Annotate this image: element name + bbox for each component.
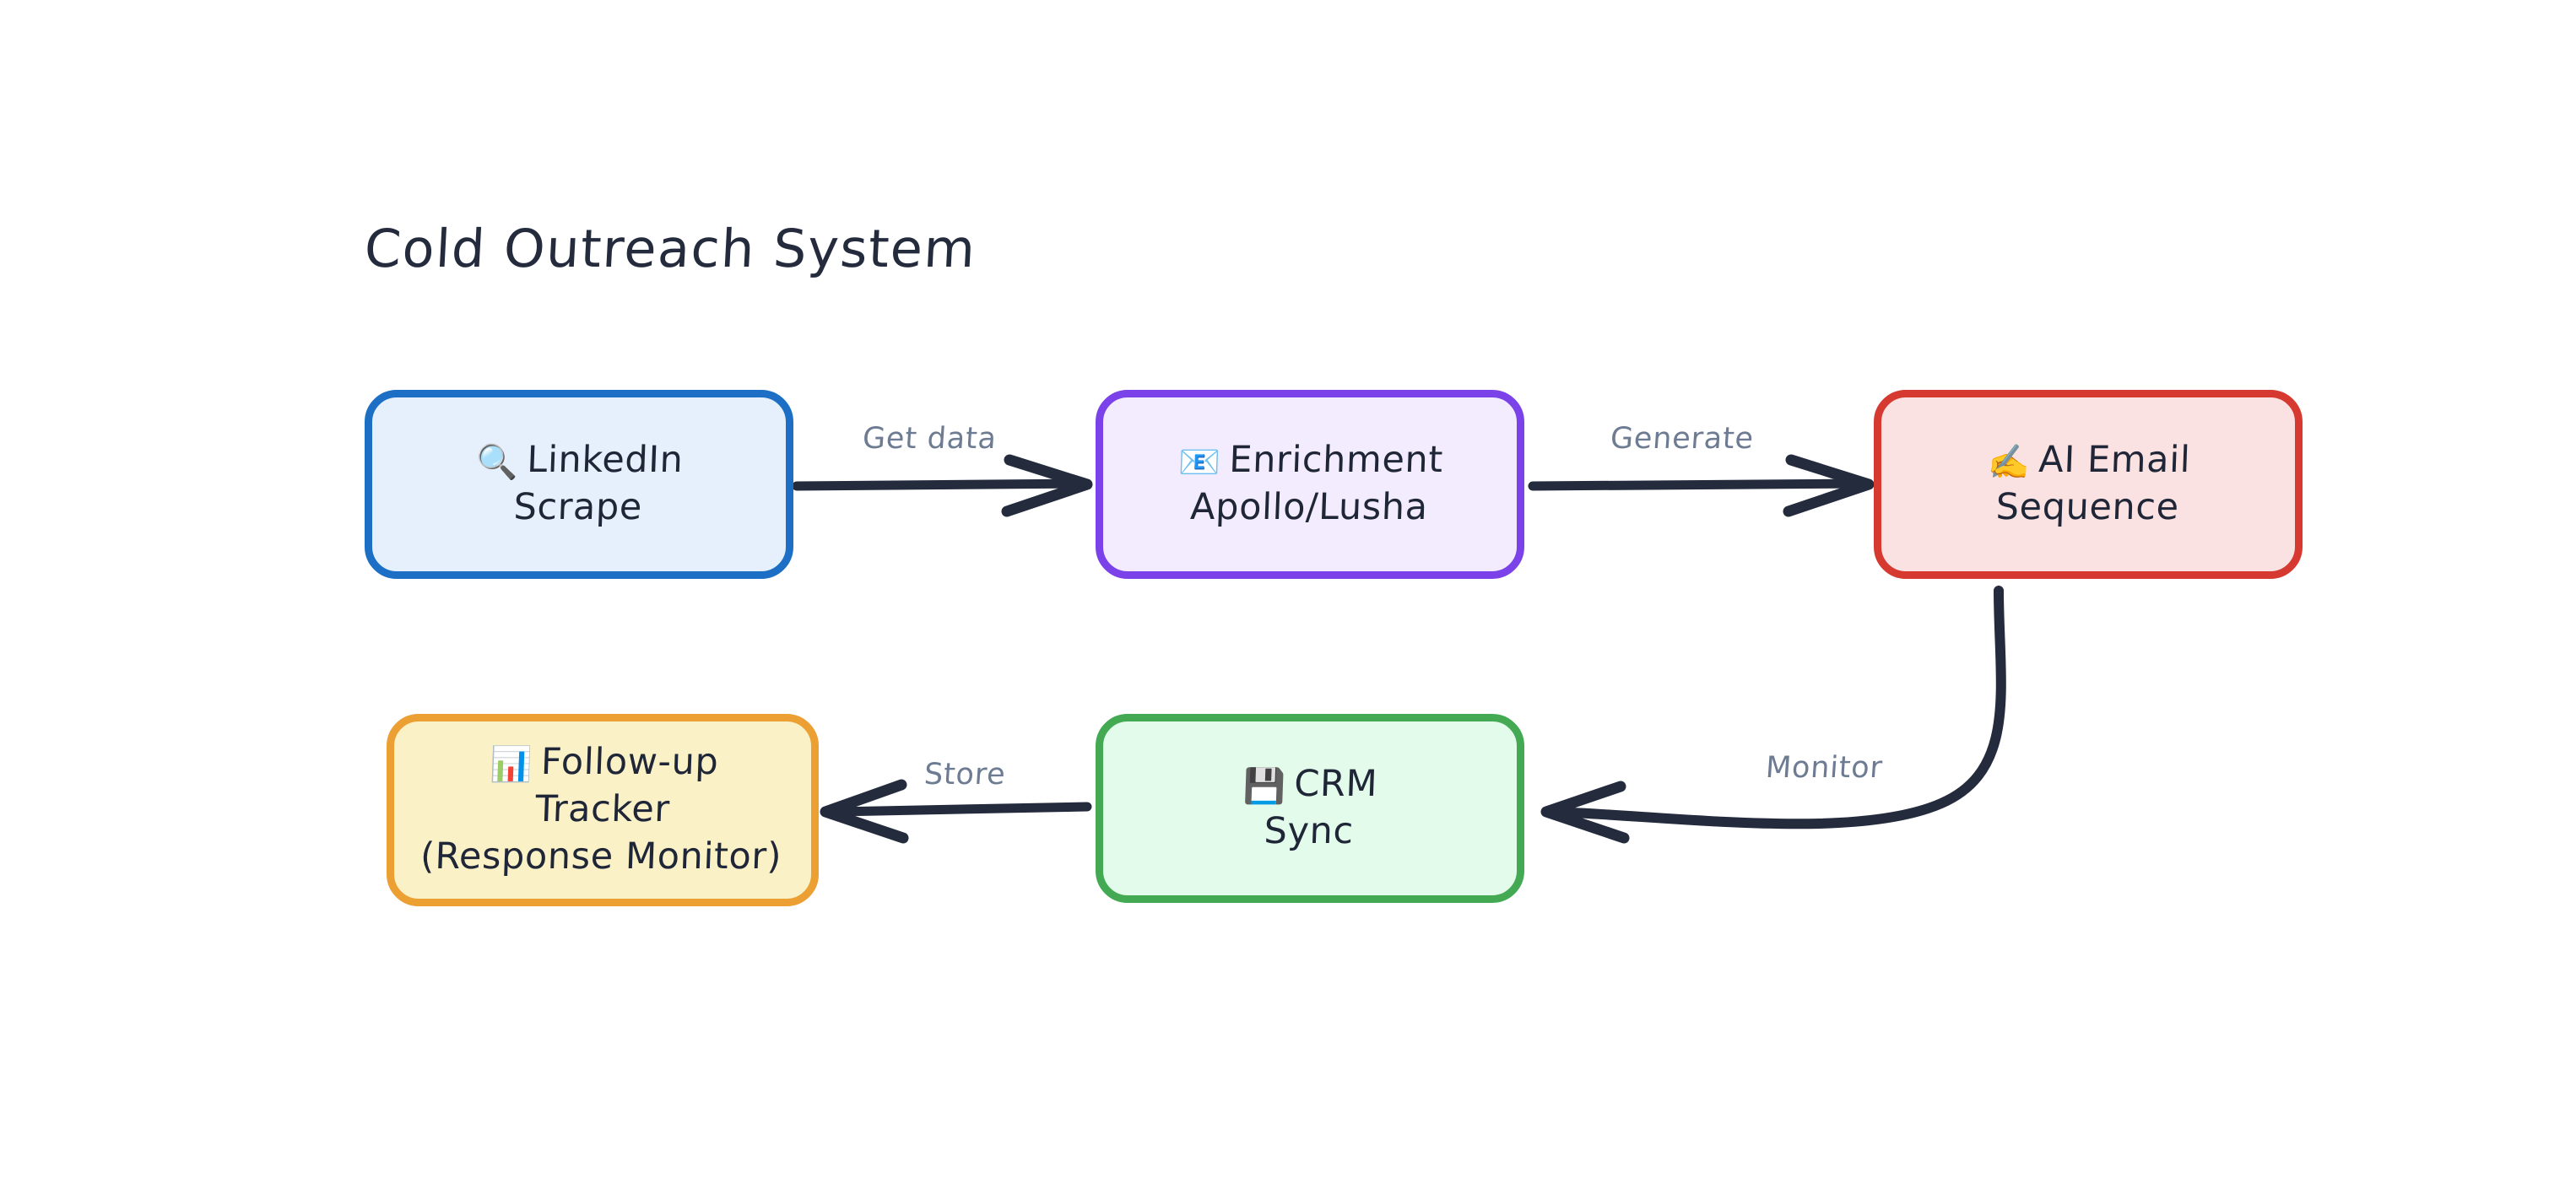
node-crm-sync-label: 💾CRM Sync: [1232, 761, 1387, 856]
node-linkedin-scrape[interactable]: 🔍LinkedIn Scrape: [365, 390, 793, 579]
magnifying-glass-icon: 🔍: [475, 443, 520, 483]
node-ai-email-sequence-label: ✍️AI Email Sequence: [1977, 437, 2200, 532]
node-enrichment-text: Enrichment Apollo/Lusha: [1189, 439, 1444, 529]
edge-label-store: Store: [923, 758, 1007, 792]
node-followup-tracker[interactable]: 📊Follow-up Tracker (Response Monitor): [387, 714, 819, 906]
node-followup-tracker-text: Follow-up Tracker (Response Monitor): [419, 741, 782, 878]
node-ai-email-sequence[interactable]: ✍️AI Email Sequence: [1874, 390, 2303, 579]
edge-label-monitor: Monitor: [1764, 751, 1885, 785]
edge-store: [820, 779, 1092, 844]
node-enrichment[interactable]: 📧Enrichment Apollo/Lusha: [1096, 390, 1524, 579]
page-title: Cold Outreach System: [363, 218, 978, 279]
edge-label-get-data: Get data: [861, 422, 998, 456]
bar-chart-icon: 📊: [489, 745, 533, 785]
writing-hand-icon: ✍️: [1986, 443, 2031, 483]
email-envelope-icon: 📧: [1177, 443, 1222, 483]
node-followup-tracker-label: 📊Follow-up Tracker (Response Monitor): [411, 739, 794, 881]
edge-monitor: [1540, 586, 2006, 844]
edge-label-generate: Generate: [1609, 422, 1756, 456]
node-enrichment-label: 📧Enrichment Apollo/Lusha: [1167, 437, 1453, 532]
floppy-disk-icon: 💾: [1242, 767, 1287, 807]
edge-generate: [1528, 454, 1875, 517]
node-linkedin-scrape-label: 🔍LinkedIn Scrape: [465, 437, 692, 532]
node-linkedin-scrape-text: LinkedIn Scrape: [513, 439, 685, 529]
edge-get-data: [792, 454, 1093, 517]
node-crm-sync[interactable]: 💾CRM Sync: [1096, 714, 1524, 903]
